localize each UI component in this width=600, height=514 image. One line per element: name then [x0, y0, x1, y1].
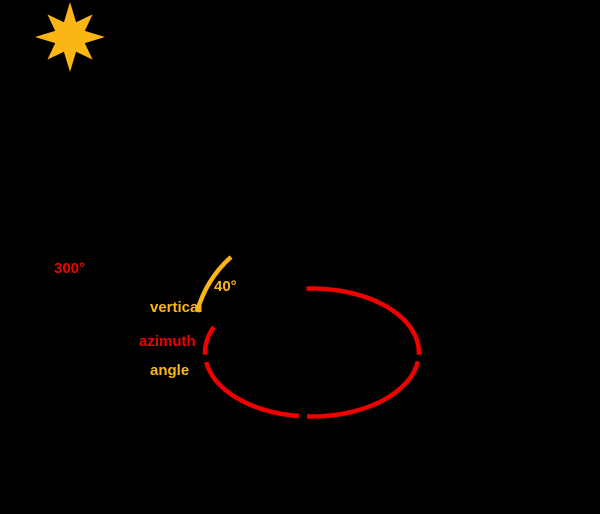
- azimuth-value-label: 300°: [54, 260, 86, 277]
- ground-circle-arc-bottom-right: [306, 360, 421, 419]
- azimuth-label: azimuth: [139, 333, 196, 350]
- vertical-angle-label: vertical angle: [150, 255, 203, 423]
- ground-circle-arc-left: [202, 325, 216, 355]
- vertical-angle-value: 40°: [214, 278, 237, 295]
- ground-circle: [202, 286, 422, 419]
- ground-circle-arc-top-right: [306, 286, 422, 355]
- vertical-angle-label-line2: angle: [150, 362, 190, 379]
- sun-icon: [35, 2, 105, 72]
- ground-circle-arc-bottom-left: [204, 361, 300, 419]
- vertical-angle-label-line1: vertical: [150, 299, 203, 316]
- vertical-angle-arc: [194, 255, 233, 313]
